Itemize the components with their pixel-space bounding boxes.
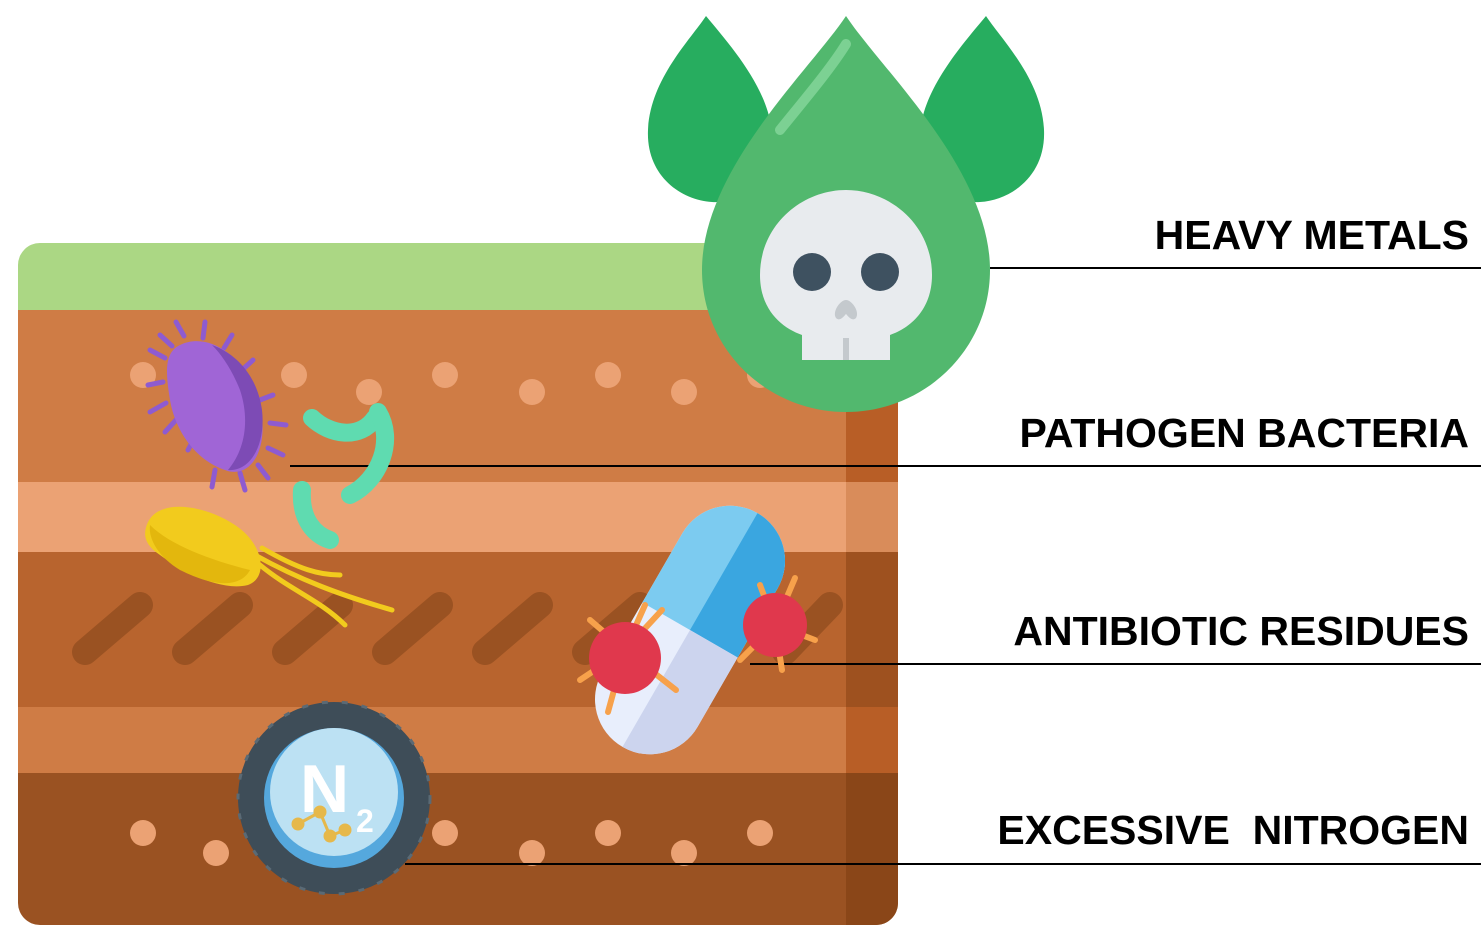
deep-soil-layer xyxy=(0,773,920,925)
label-heavy-metals: HEAVY METALS xyxy=(1155,215,1469,256)
shade-4 xyxy=(846,707,906,773)
label-pathogen-bacteria: PATHOGEN BACTERIA xyxy=(1020,413,1469,454)
nitrogen-subscript: 2 xyxy=(356,803,374,839)
nitrogen-symbol: N xyxy=(300,751,349,827)
label-excessive-nitrogen: EXCESSIVE NITROGEN xyxy=(997,810,1469,851)
label-antibiotic-residues: ANTIBIOTIC RESIDUES xyxy=(1013,611,1469,652)
nitrogen-badge-icon: N 2 xyxy=(238,702,430,894)
middle-soil-band xyxy=(0,707,920,773)
shade-2 xyxy=(846,482,906,552)
shade-3 xyxy=(846,552,906,707)
shade-5 xyxy=(846,773,906,925)
light-soil-band xyxy=(0,482,920,552)
